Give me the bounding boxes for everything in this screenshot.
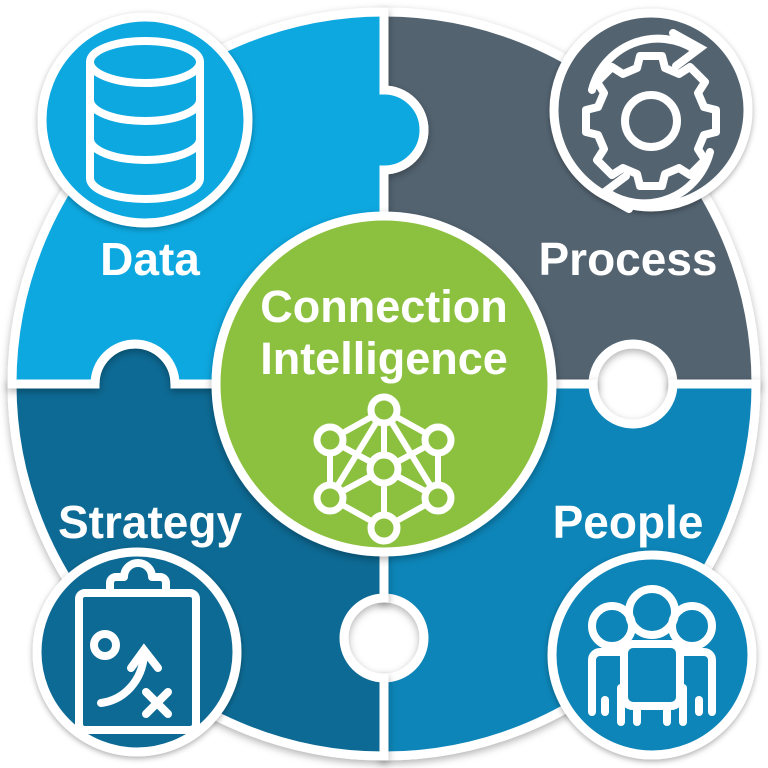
center-hub[interactable]: Connection Intelligence [211,211,557,557]
icon-badge-strategy[interactable] [32,547,242,757]
quadrant-label-data: Data [100,233,200,285]
clipboard-strategy-icon [75,559,200,734]
icon-badge-data[interactable] [37,12,253,228]
strategy-badge-circle[interactable] [32,547,242,757]
center-label-line2: Intelligence [260,333,508,384]
quadrant-label-people: People [553,496,704,548]
gear-refresh-icon [582,29,720,213]
icon-badge-process[interactable] [549,8,753,213]
people-group-icon [588,585,716,726]
network-nodes-icon [313,393,455,545]
quadrant-label-strategy: Strategy [58,496,242,548]
center-hub-circle[interactable] [211,211,557,557]
center-label-line1: Connection [260,281,507,332]
database-icon [86,37,204,203]
icon-badge-people[interactable] [547,550,757,760]
quadrant-label-process: Process [538,233,717,285]
